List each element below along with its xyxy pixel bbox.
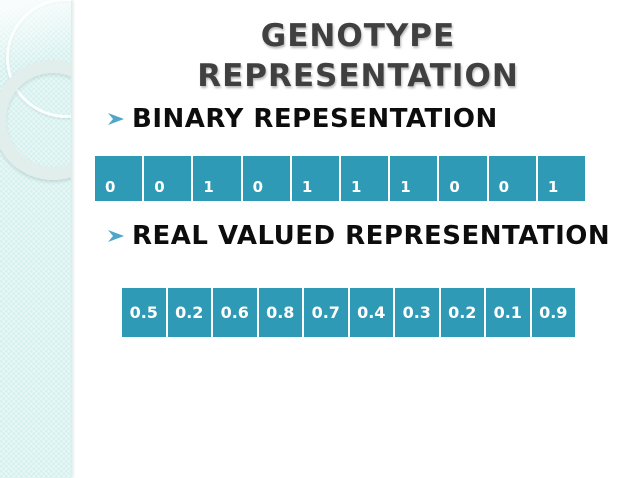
- gene-cell: 0.7: [304, 288, 348, 337]
- slide-title-line1: GENOTYPE: [260, 18, 456, 54]
- slide-title-line2: REPRESENTATION: [197, 58, 519, 94]
- slide-title: GENOTYPE REPRESENTATION: [80, 16, 636, 96]
- gene-cell: 1: [193, 156, 241, 201]
- gene-cell: 0.8: [258, 288, 302, 337]
- gene-cell: 0: [242, 156, 290, 201]
- bullet-label-real-valued: REAL VALUED REPRESENTATION: [132, 221, 611, 251]
- gene-cell: 0: [144, 156, 192, 201]
- bullet-item-real-valued: REAL VALUED REPRESENTATION: [106, 221, 610, 251]
- gene-cell: 1: [537, 156, 586, 201]
- gene-cell: 1: [291, 156, 340, 201]
- gene-cell: 0.9: [531, 288, 575, 337]
- gene-cell: 0.4: [349, 288, 393, 337]
- arrowhead-bullet-icon: [108, 230, 124, 242]
- arrowhead-bullet-icon: [108, 113, 124, 125]
- gene-cell: 0.3: [395, 288, 439, 337]
- gene-cell: 0: [488, 156, 536, 201]
- gene-cell: 0: [439, 156, 487, 201]
- gene-cell: 1: [390, 156, 438, 201]
- gene-cell: 0.2: [167, 288, 211, 337]
- gene-cell: 0.5: [122, 288, 166, 337]
- gene-cell: 0.2: [440, 288, 484, 337]
- gene-cell: 0.1: [486, 288, 530, 337]
- sidebar-gradient-highlight: [0, 0, 71, 75]
- bullet-item-binary: BINARY REPESENTATION: [106, 104, 498, 134]
- bullet-label-binary: BINARY REPESENTATION: [132, 104, 498, 134]
- gene-cell: 0: [95, 156, 143, 201]
- gene-cell: 0.6: [213, 288, 257, 337]
- gene-cell: 1: [341, 156, 389, 201]
- circle-ring-decoration: [0, 60, 71, 180]
- decorative-sidebar: [0, 0, 71, 478]
